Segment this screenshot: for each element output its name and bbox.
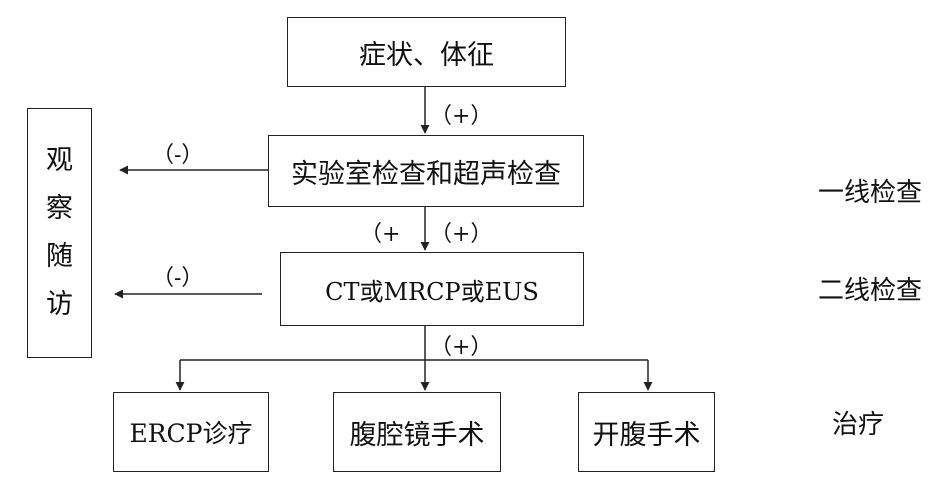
side-label-treatment: 治疗: [832, 410, 885, 440]
observe-char-4: 访: [46, 289, 73, 320]
side-label-second-line: 二线检查: [818, 276, 923, 306]
edge-label-negative-2: （-）: [152, 266, 204, 291]
node-laparoscopic: 腹腔镜手术: [333, 392, 501, 472]
side-label-first-line: 一线检查: [818, 178, 923, 208]
edge-label-negative-1: （-）: [152, 143, 204, 168]
node-imaging: CT或MRCP或EUS: [280, 252, 584, 326]
observe-char-1: 观: [46, 145, 73, 176]
observe-char-2: 察: [46, 193, 73, 224]
node-symptoms: 症状、体征: [287, 17, 566, 87]
node-open-surgery: 开腹手术: [578, 392, 715, 472]
node-ercp: ERCP诊疗: [113, 392, 269, 472]
edge-label-positive-1: （+）: [430, 104, 493, 129]
observe-char-3: 随: [46, 241, 73, 272]
edge-label-positive-2b: （+）: [430, 222, 493, 247]
node-lab-ultrasound: 实验室检查和超声检查: [268, 135, 584, 207]
node-observe-followup: 观 察 随 访: [27, 108, 92, 358]
edge-label-positive-2a: （+: [360, 222, 401, 247]
edge-label-positive-3: （+）: [430, 335, 493, 360]
